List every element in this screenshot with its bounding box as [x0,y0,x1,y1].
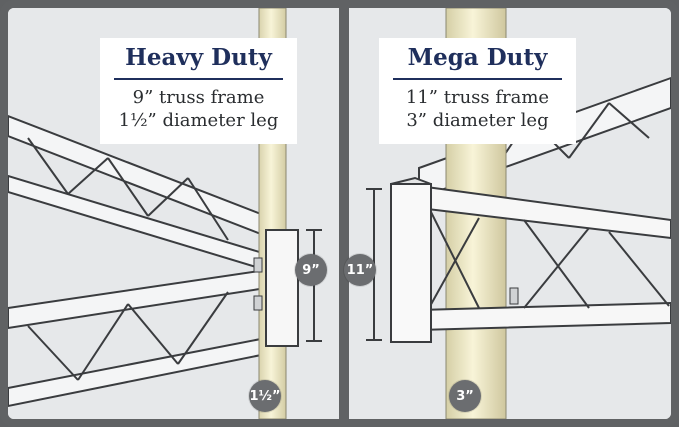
heavy-duty-clamp [265,229,299,347]
mega-duty-title-rule [393,78,562,80]
heavy-duty-diameter-badge: 1½” [249,380,281,412]
heavy-duty-label: Heavy Duty 9” truss frame 1½” diameter l… [100,38,297,144]
mega-duty-frame-spec: 11” truss frame [405,87,550,108]
mega-duty-height-badge: 11” [344,254,376,286]
heavy-duty-leg-spec: 1½” diameter leg [118,110,279,131]
panel-divider [339,8,349,419]
mega-duty-clamp [390,183,432,343]
heavy-duty-title: Heavy Duty [125,44,272,71]
heavy-duty-height-badge: 9” [295,254,327,286]
heavy-duty-truss-illustration [8,8,322,419]
mega-duty-leg-spec: 3” diameter leg [406,110,549,131]
mega-duty-title: Mega Duty [407,44,548,71]
mega-duty-truss-illustration [366,8,671,419]
heavy-duty-frame-spec: 9” truss frame [132,87,265,108]
mega-duty-diameter-badge: 3” [449,380,481,412]
lower-truss-beam [8,268,267,408]
mega-duty-label: Mega Duty 11” truss frame 3” diameter le… [379,38,576,144]
heavy-duty-title-rule [114,78,283,80]
mega-front-frame [418,184,671,332]
